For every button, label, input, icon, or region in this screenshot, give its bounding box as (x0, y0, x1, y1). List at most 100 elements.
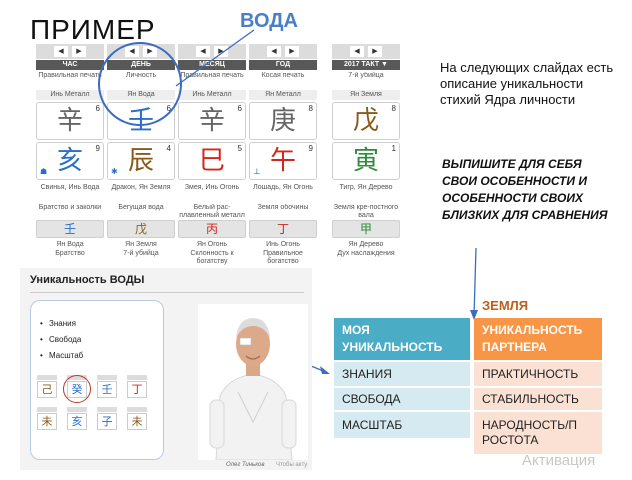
next-arrow-icon[interactable]: ▶ (72, 46, 86, 57)
mini-cell-header (97, 407, 117, 412)
branch-description: Свинья, Инь Вода (40, 184, 100, 191)
hidden-god-label: 7-й убийца (123, 250, 159, 257)
inset-bullet: Масштаб (40, 351, 83, 360)
hidden-stem-label: Ян Земля (125, 241, 157, 248)
ten-god-label: Правильная печать (38, 72, 102, 79)
person-photo (198, 304, 308, 460)
branch-number: 9 (308, 144, 313, 153)
ten-god-label: 7-й убийца (348, 72, 384, 79)
mini-highlight-circle (63, 375, 91, 403)
instruction-arrow-line (473, 247, 477, 317)
branch-symbol-icon: ☗ (40, 167, 48, 176)
partner-uniqueness-header: УНИКАЛЬНОСТЬ ПАРТНЕРА (474, 318, 602, 360)
hidden-stem-cell: 丁 (249, 220, 317, 238)
stem-number: 6 (237, 104, 242, 113)
branch-description: Лошадь, Ян Огонь (253, 184, 313, 191)
next-arrow-icon[interactable]: ▶ (285, 46, 299, 57)
stem-element-label: Инь Металл (178, 90, 246, 100)
na-yin-label: Земля кре-постного вала (333, 204, 399, 219)
photo-caption: Олег Тиньков (226, 462, 265, 468)
hidden-stem-label: Ян Дерево (348, 241, 384, 248)
ten-god-label: Правильная печать (180, 72, 244, 79)
na-yin-label: Бегущая вода (118, 204, 164, 211)
stem-glyph: 庚 (269, 106, 296, 136)
prev-arrow-icon[interactable]: ◀ (350, 46, 364, 57)
stem-number: 8 (391, 104, 396, 113)
hidden-god-label: Правильное богатство (263, 250, 303, 265)
inset-divider (30, 292, 304, 293)
mini-cell-header (37, 407, 57, 412)
prev-arrow-icon[interactable]: ◀ (267, 46, 281, 57)
branch-number: 1 (391, 144, 396, 153)
inset-arrow-head (320, 366, 330, 374)
stem-glyph: 辛 (56, 106, 83, 136)
mini-branch-cell: 亥 (67, 413, 87, 430)
mini-stem-cell: 丁 (127, 381, 147, 398)
branch-number: 4 (166, 144, 171, 153)
branch-number: 5 (237, 144, 242, 153)
stem-number: 8 (308, 104, 313, 113)
prev-arrow-icon[interactable]: ◀ (54, 46, 68, 57)
mini-cell-header (67, 407, 87, 412)
earth-label: ЗЕМЛЯ (482, 298, 529, 313)
next-arrow-icon[interactable]: ▶ (368, 46, 382, 57)
inset-bullet: Свобода (40, 335, 81, 344)
branch-glyph: 午 (269, 146, 296, 176)
my-uniqueness-header: МОЯ УНИКАЛЬНОСТЬ (334, 318, 470, 360)
inset-bullet: Знания (40, 319, 76, 328)
mini-cell-header (37, 375, 57, 380)
hidden-stem-cell: 壬 (36, 220, 104, 238)
partner-uniqueness-row: ПРАКТИЧНОСТЬ (474, 362, 602, 386)
mini-branch-cell: 未 (127, 413, 147, 430)
partner-uniqueness-row: НАРОДНОСТЬ/П РОСТОТА (474, 412, 602, 454)
column-label: МЕСЯЦ (178, 60, 246, 70)
branch-number: 9 (95, 144, 100, 153)
earthly-branch-cell: 亥 9 ☗ (36, 142, 104, 180)
water-uniqueness-card: Уникальность ВОДЫ Знания Свобода Масштаб… (20, 268, 312, 470)
branch-description: Тигр, Ян Дерево (339, 184, 393, 191)
branch-description: Змея, Инь Огонь (184, 184, 240, 191)
hidden-stem-cell: 戊 (107, 220, 175, 238)
hidden-stem-cell: 丙 (178, 220, 246, 238)
branch-glyph: 亥 (56, 146, 83, 176)
stem-glyph: 戊 (352, 106, 379, 136)
na-yin-label: Земля обочины (257, 204, 309, 211)
slide-title: ПРИМЕР (30, 14, 156, 45)
branch-symbol-icon: ✱ (111, 167, 118, 176)
hidden-god-label: Склонность к богатству (190, 250, 234, 265)
partner-uniqueness-row: СТАБИЛЬНОСТЬ (474, 388, 602, 410)
next-arrow-icon[interactable]: ▶ (214, 46, 228, 57)
water-label: ВОДА (240, 10, 298, 32)
column-nav: ◀▶ (249, 44, 317, 59)
my-uniqueness-row: МАСШТАБ (334, 412, 470, 438)
column-nav: ◀▶ (36, 44, 104, 59)
activation-watermark: Активация (522, 452, 596, 469)
na-yin-label: Белый рас-плавленный металл (179, 204, 245, 219)
stem-element-label: Ян Металл (249, 90, 317, 100)
branch-glyph: 辰 (127, 146, 154, 176)
mini-branch-cell: 子 (97, 413, 117, 430)
prev-arrow-icon[interactable]: ◀ (196, 46, 210, 57)
inset-title: Уникальность ВОДЫ (30, 274, 145, 286)
intro-text: На следующих слайдах есть описание уника… (440, 60, 614, 107)
mini-branch-cell: 未 (37, 413, 57, 430)
branch-symbol-icon: ⊥ (253, 167, 261, 176)
day-master-circle (98, 42, 182, 126)
instruction-arrow-head (470, 310, 478, 320)
earthly-branch-cell: 辰 4 ✱ (107, 142, 175, 180)
earthly-branch-cell: 午 9 ⊥ (249, 142, 317, 180)
hidden-god-label: Дух наслаждения (337, 250, 395, 257)
mini-cell-header (127, 407, 147, 412)
mini-stem-cell: 壬 (97, 381, 117, 398)
instruction-text: ВЫПИШИТЕ ДЛЯ СЕБЯ СВОИ ОСОБЕННОСТИ И ОСО… (442, 157, 608, 222)
column-nav: ◀▶ (332, 44, 400, 59)
my-uniqueness-row: СВОБОДА (334, 388, 470, 410)
mini-stem-cell: 己 (37, 381, 57, 398)
branch-glyph: 寅 (352, 146, 379, 176)
